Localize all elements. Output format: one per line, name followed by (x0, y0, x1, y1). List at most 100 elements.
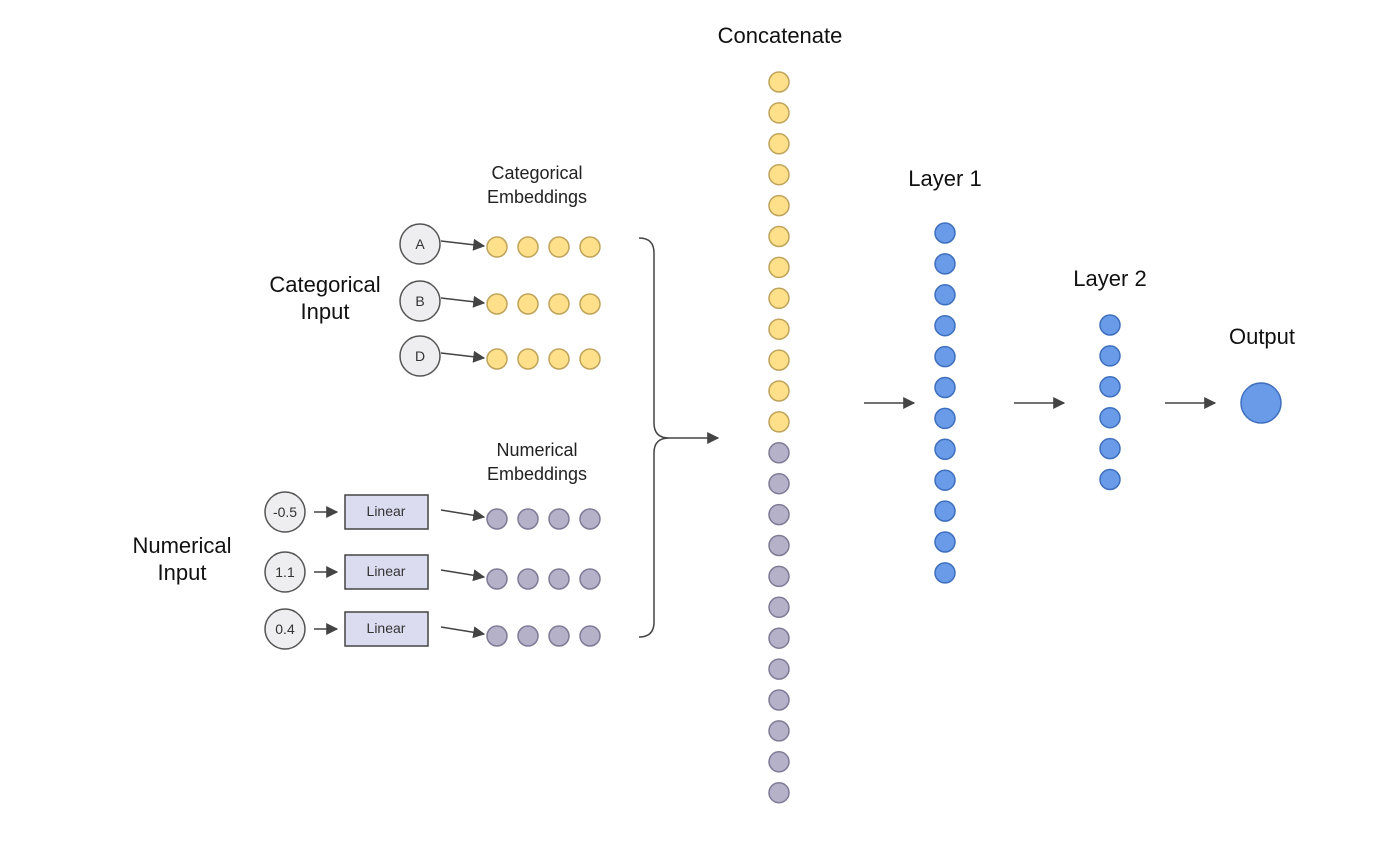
layer1-node (934, 438, 956, 461)
layer1-node (934, 284, 956, 306)
linear-layer-label: Linear (367, 620, 406, 636)
numerical-input-value: 1.1 (275, 564, 295, 580)
categorical-input-label: Input (301, 299, 350, 324)
linear-layer-label: Linear (367, 563, 406, 579)
numerical-embedding-node (579, 568, 601, 590)
concat-numerical-node (768, 565, 790, 588)
categorical-input-value: B (415, 293, 424, 309)
linear-layer-label: Linear (367, 503, 406, 519)
numerical-embedding-node (486, 625, 508, 647)
concat-categorical-node (768, 287, 790, 310)
numerical-embedding-node (486, 508, 508, 530)
layer1-node (934, 562, 956, 584)
concat-categorical-node (768, 194, 790, 217)
layer1-node (934, 222, 956, 244)
categorical-embeddings-label: Embeddings (487, 187, 587, 207)
categorical-embedding-node (548, 293, 570, 315)
numerical-input-node (264, 608, 306, 650)
numerical-embedding-node (579, 625, 601, 647)
layer2-label: Layer 2 (1073, 266, 1146, 291)
numerical-input-label: Numerical (132, 533, 231, 558)
concat-numerical-node (768, 720, 790, 742)
numerical-input-label: Input (158, 560, 207, 585)
categorical-embedding-node (548, 348, 570, 370)
layer1-node (934, 469, 956, 491)
categorical-input-node (399, 223, 441, 265)
layer1-node (934, 500, 956, 522)
concat-numerical-node (768, 472, 790, 495)
linear-layer-box (344, 611, 429, 647)
numerical-input-value: -0.5 (273, 504, 297, 520)
concat-numerical-node (768, 658, 790, 680)
categorical-input-node (399, 335, 441, 377)
layer2-node (1099, 468, 1121, 491)
output-node (1240, 382, 1282, 424)
categorical-embedding-node (486, 348, 508, 370)
categorical-embeddings-label: Categorical (491, 163, 582, 183)
layer1-node (934, 531, 956, 553)
numerical-embedding-node (548, 568, 570, 590)
numerical-embeddings-label: Embeddings (487, 464, 587, 484)
layer1-label: Layer 1 (908, 166, 981, 191)
concat-categorical-node (768, 102, 790, 124)
concat-numerical-node (768, 627, 790, 649)
concat-numerical-node (768, 442, 790, 464)
concat-categorical-node (768, 163, 790, 186)
concat-categorical-node (768, 318, 790, 340)
numerical-embeddings-label: Numerical (496, 440, 577, 460)
concat-numerical-node (768, 751, 790, 773)
concat-categorical-node (768, 411, 790, 433)
layer2-node (1099, 314, 1121, 336)
numerical-embedding-node (486, 568, 508, 590)
numerical-input-value: 0.4 (275, 621, 295, 637)
numerical-embedding-node (548, 508, 570, 530)
output-label: Output (1229, 324, 1295, 349)
categorical-embedding-node (579, 293, 601, 315)
categorical-embedding-node (486, 293, 508, 315)
concat-categorical-node (768, 349, 790, 371)
numerical-input-node (264, 551, 306, 593)
numerical-embedding-node (517, 568, 539, 590)
layer1-node (934, 345, 956, 368)
numerical-input-node (264, 491, 306, 533)
categorical-embedding-node (579, 236, 601, 258)
concat-numerical-node (768, 596, 790, 619)
categorical-embedding-node (548, 236, 570, 258)
concat-numerical-node (768, 534, 790, 557)
linear-layer-box (344, 554, 429, 590)
categorical-input-node (399, 280, 441, 322)
categorical-embedding-node (579, 348, 601, 370)
concat-categorical-node (768, 225, 790, 248)
merge-brace (638, 237, 670, 638)
numerical-embedding-node (548, 625, 570, 647)
concat-categorical-node (768, 133, 790, 155)
concat-categorical-node (768, 71, 790, 93)
concat-numerical-node (768, 503, 790, 526)
layer2-node (1099, 406, 1121, 429)
categorical-branch: A B D (399, 223, 601, 377)
layer1-node (934, 253, 956, 275)
concat-numerical-node (768, 781, 790, 804)
input-to-embedding-arrow (440, 350, 486, 363)
categorical-embedding-node (517, 236, 539, 258)
input-to-embedding-arrow (440, 295, 486, 308)
layer2-column (1099, 314, 1121, 491)
input-to-embedding-arrow (440, 238, 486, 251)
categorical-input-value: D (415, 348, 425, 364)
concatenate-column (768, 71, 790, 804)
layer1-node (934, 407, 956, 430)
numerical-embedding-node (517, 625, 539, 647)
categorical-embedding-node (517, 293, 539, 315)
layer2-node (1099, 345, 1121, 367)
concat-numerical-node (768, 689, 790, 711)
numerical-embedding-node (517, 508, 539, 530)
layer2-node (1099, 437, 1121, 460)
concatenate-label: Concatenate (718, 23, 843, 48)
linear-to-embedding-arrow (440, 569, 486, 582)
categorical-input-value: A (415, 236, 425, 252)
categorical-input-label: Categorical (269, 272, 380, 297)
linear-to-embedding-arrow (440, 509, 486, 522)
concat-categorical-node (768, 380, 790, 402)
